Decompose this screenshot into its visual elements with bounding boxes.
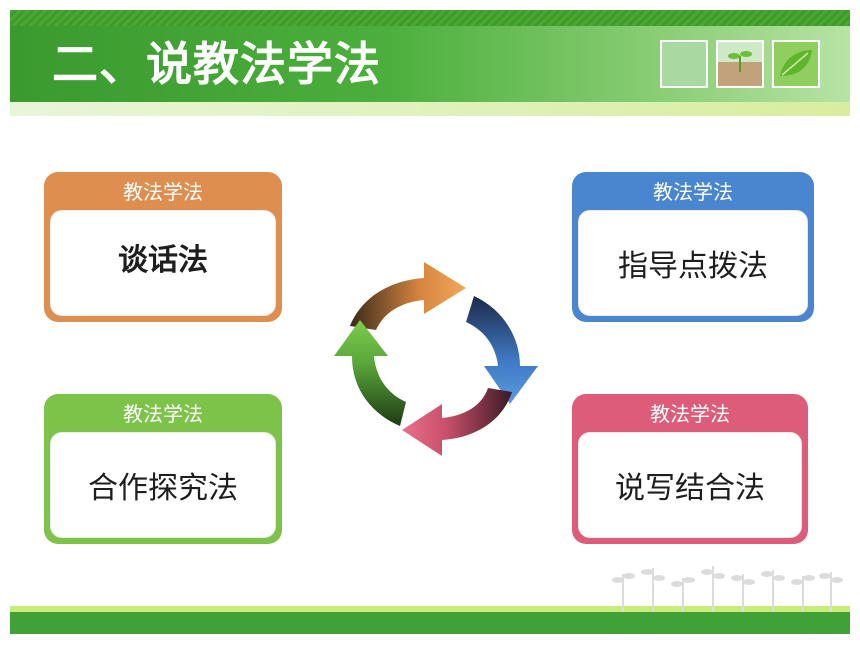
card-text: 合作探究法 bbox=[50, 432, 276, 538]
sprout-photo-icon bbox=[716, 40, 764, 88]
method-card-guidance: 教法学法 指导点拨法 bbox=[572, 172, 814, 322]
card-text: 指导点拨法 bbox=[578, 210, 808, 316]
leaf-photo-icon bbox=[772, 40, 820, 88]
bottom-accent bbox=[10, 606, 850, 612]
header-top-strip bbox=[10, 10, 850, 26]
card-label: 教法学法 bbox=[123, 402, 203, 426]
method-card-cooperative: 教法学法 合作探究法 bbox=[44, 394, 282, 544]
page-title: 二、说教法学法 bbox=[52, 37, 381, 91]
card-label: 教法学法 bbox=[650, 402, 730, 426]
header-bar bbox=[10, 26, 850, 102]
cycle-arrows-icon bbox=[334, 262, 538, 456]
card-text: 谈话法 bbox=[50, 210, 276, 316]
card-label: 教法学法 bbox=[123, 180, 203, 204]
method-card-speak-write: 教法学法 说写结合法 bbox=[572, 394, 808, 544]
green-tile-icon bbox=[660, 40, 708, 88]
card-text: 说写结合法 bbox=[578, 432, 802, 538]
bottom-band bbox=[10, 612, 850, 634]
method-card-talk: 教法学法 谈话法 bbox=[44, 172, 282, 322]
card-label: 教法学法 bbox=[653, 180, 733, 204]
grass-silhouette-icon bbox=[612, 566, 843, 612]
header-underline bbox=[10, 102, 850, 116]
